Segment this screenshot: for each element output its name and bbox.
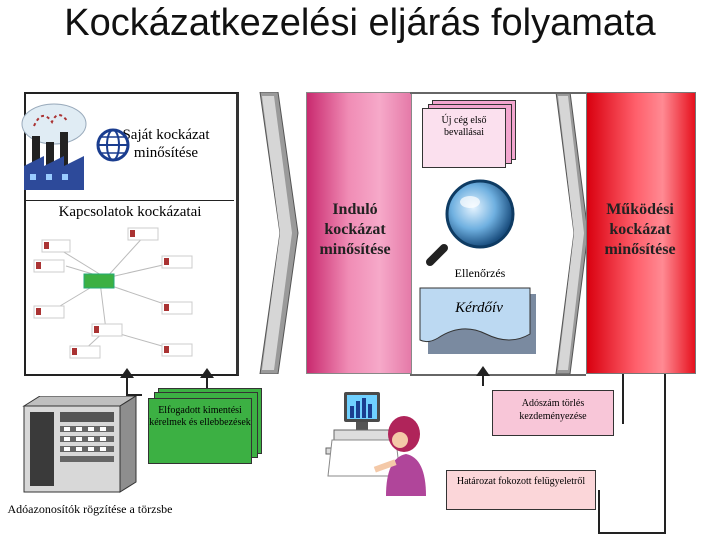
questionnaire-text: Kérdőív <box>455 300 503 316</box>
tax-delete-doc: Adószám törlés kezdeményezése <box>492 390 614 436</box>
highlighted-node <box>83 273 115 289</box>
relations-network-graph <box>33 227 193 359</box>
new-company-label: Új cég első bevallásai <box>441 115 487 138</box>
own-risk-text: Saját kockázat minősítése <box>122 127 210 161</box>
person-computer-icon <box>325 392 426 496</box>
connector-right-2 <box>622 374 624 424</box>
factory-icon <box>21 103 87 190</box>
connector-right-down <box>664 374 666 534</box>
tax-id-record-label: Adóazonosítók rögzítése a törzsbe <box>0 502 180 517</box>
arrow-up-2-icon <box>200 368 214 378</box>
server-icon <box>22 396 137 493</box>
initial-rating-text: Induló kockázat minősítése <box>319 201 391 258</box>
arrow-up-icon <box>120 368 134 378</box>
globe-icon <box>96 128 130 162</box>
title-text: Kockázatkezelési eljárás folyamata <box>64 2 656 44</box>
initial-rating-panel <box>306 92 412 374</box>
check-text: Ellenőrzés <box>454 266 506 280</box>
accepted-requests-label: Elfogadott kimentési kérelmek és ellebbe… <box>149 405 251 428</box>
new-company-doc: Új cég első bevallásai <box>422 108 506 168</box>
questionnaire-label: Kérdőív <box>420 300 538 317</box>
connector-delete-up <box>482 370 484 386</box>
decision-doc: Határozat fokozott felügyeletről <box>446 470 596 510</box>
own-risk-label: Saját kockázat minősítése <box>100 126 232 162</box>
check-label: Ellenőrzés <box>420 266 540 281</box>
connector-server-up <box>126 374 128 396</box>
initial-rating-label: Induló kockázat minősítése <box>300 200 410 260</box>
connector-right-bottom <box>598 532 666 534</box>
connector-server-h <box>126 394 142 396</box>
decision-label: Határozat fokozott felügyeletről <box>456 476 586 487</box>
operating-rating-label: Működési kockázat minősítése <box>586 200 694 260</box>
questionnaire-shape <box>419 287 536 354</box>
connector-requests-up <box>206 374 208 390</box>
connector-decision-down <box>598 490 600 534</box>
magnifier-icon <box>426 178 516 266</box>
tax-delete-label: Adószám törlés kezdeményezése <box>519 398 587 422</box>
page-title: Kockázatkezelési eljárás folyamata <box>0 2 720 44</box>
chevron-arrow-2-icon <box>555 92 589 374</box>
relations-risk-label: Kapcsolatok kockázatai <box>30 204 230 221</box>
relations-risk-text: Kapcsolatok kockázatai <box>58 204 202 220</box>
accepted-requests-doc: Elfogadott kimentési kérelmek és ellebbe… <box>148 398 252 464</box>
tax-id-record-text: Adóazonosítók rögzítése a törzsbe <box>7 502 173 516</box>
operating-rating-text: Működési kockázat minősítése <box>604 201 676 258</box>
left-panel-divider <box>26 200 234 201</box>
check-frame <box>410 92 586 376</box>
chevron-arrow-1-icon <box>259 92 299 374</box>
operating-rating-panel <box>586 92 696 374</box>
arrow-up-3-icon <box>476 366 490 376</box>
